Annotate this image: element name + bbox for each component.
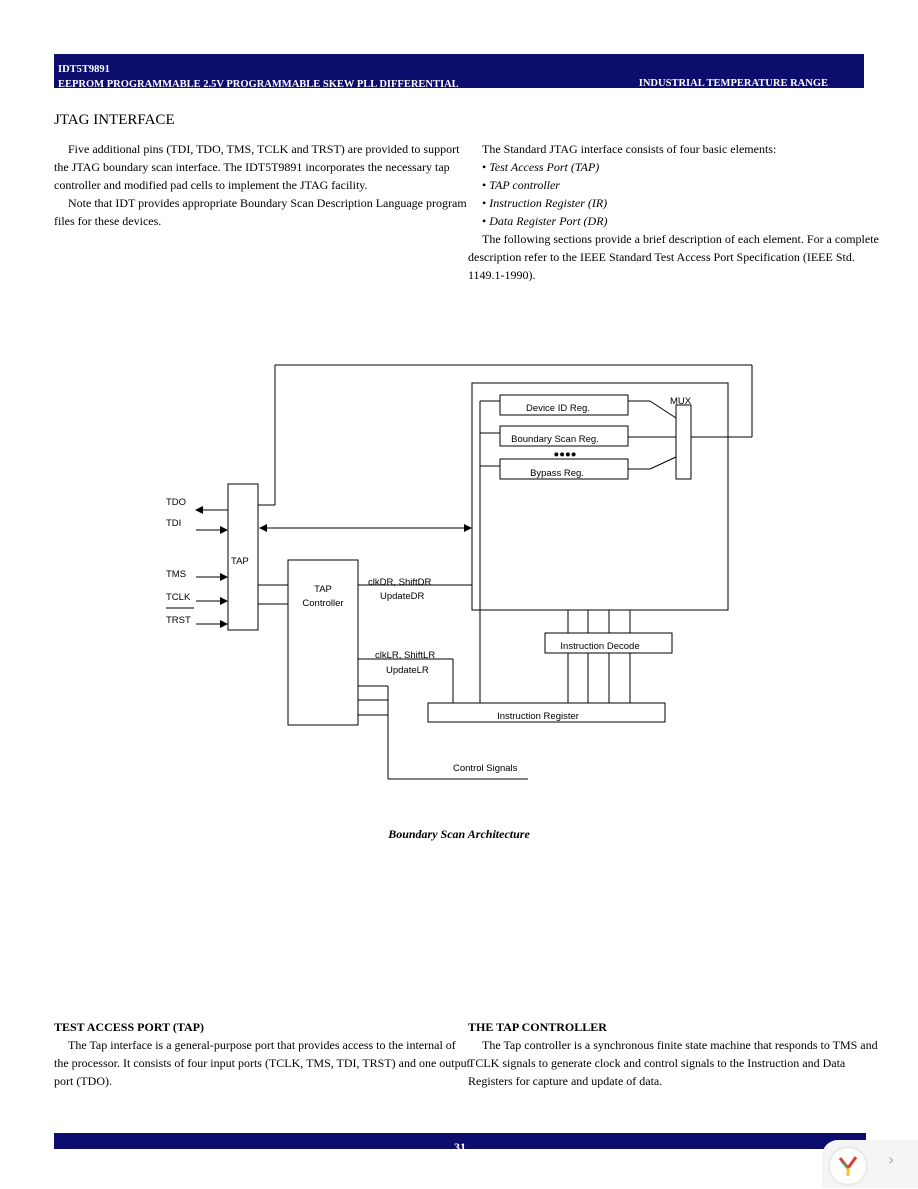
page-footer: 31: [54, 1133, 866, 1149]
left-intro: Five additional pins (TDI, TDO, TMS, TCL…: [54, 140, 470, 230]
mux-block: [675, 404, 692, 480]
tap-section-heading: TEST ACCESS PORT (TAP): [54, 1020, 204, 1034]
element-item: • Test Access Port (TAP): [468, 158, 892, 176]
header-subtitle: EEPROM PROGRAMMABLE 2.5V PROGRAMMABLE SK…: [58, 79, 459, 88]
tap-controller-text: The Tap controller is a synchronous fini…: [468, 1038, 878, 1088]
pin-label: TDO: [166, 497, 186, 508]
instruction-decode-label: Instruction Decode: [560, 641, 639, 652]
page-number: 31: [454, 1140, 466, 1149]
tap-controller-heading: THE TAP CONTROLLER: [468, 1020, 607, 1034]
ir-signal-label: UpdateLR: [386, 665, 429, 676]
section-title: JTAG INTERFACE: [54, 112, 175, 128]
control-signals-label: Control Signals: [453, 763, 518, 774]
tap-controller-block: [287, 559, 359, 726]
figure-caption: Boundary Scan Architecture: [388, 827, 530, 841]
header-temperature-range: INDUSTRIAL TEMPERATURE RANGE: [638, 78, 828, 88]
tap-controller-label: Controller: [302, 598, 343, 609]
data-register-block: [471, 382, 729, 611]
bullet: •: [482, 160, 487, 174]
tap-label: TAP: [231, 556, 249, 567]
right-intro: The Standard JTAG interface consists of …: [468, 140, 892, 284]
boundary-scan-register: [499, 425, 629, 447]
elements-description: The following sections provide a brief d…: [468, 232, 879, 282]
viewer-logo-icon: [830, 1148, 866, 1184]
element-label: Instruction Register (IR): [489, 196, 608, 210]
device-id-register: [499, 394, 629, 416]
elements-lead: The Standard JTAG interface consists of …: [482, 142, 777, 156]
element-item: • Data Register Port (DR): [468, 212, 892, 230]
page-header: IDT5T9891 EEPROM PROGRAMMABLE 2.5V PROGR…: [54, 54, 864, 88]
tap-controller-section: THE TAP CONTROLLER The Tap controller is…: [468, 1018, 892, 1090]
tap-controller-label: TAP: [314, 584, 332, 595]
viewer-widget: ›: [822, 1140, 918, 1188]
pin-label: TMS: [166, 569, 186, 580]
mux-label: MUX: [670, 396, 692, 407]
dr-signal-label: UpdateDR: [380, 591, 424, 602]
bullet: •: [482, 178, 487, 192]
bullet: •: [482, 196, 487, 210]
instruction-register-label: Instruction Register: [497, 711, 579, 722]
pin-label: TRST: [166, 615, 191, 626]
tap-section: TEST ACCESS PORT (TAP) The Tap interface…: [54, 1018, 470, 1090]
element-label: TAP controller: [489, 178, 560, 192]
bypass-label: Bypass Reg.: [530, 468, 584, 479]
element-item: • Instruction Register (IR): [468, 194, 892, 212]
element-label: Test Access Port (TAP): [489, 160, 600, 174]
next-page-icon[interactable]: ›: [888, 1150, 895, 1169]
element-item: • TAP controller: [468, 176, 892, 194]
tap-block: [227, 483, 259, 631]
boundary-scan-label: Boundary Scan Reg.: [511, 434, 599, 445]
device-id-label: Device ID Reg.: [526, 403, 590, 414]
ir-signal-label: clkLR, ShiftLR: [375, 650, 435, 661]
instruction-register-block: [427, 702, 666, 723]
intro-paragraph-2: Note that IDT provides appropriate Bound…: [54, 196, 467, 228]
dr-signal-label: clkDR, ShiftDR: [368, 577, 431, 588]
pin-label: TCLK: [166, 592, 191, 603]
element-label: Data Register Port (DR): [489, 214, 608, 228]
bullet: •: [482, 214, 487, 228]
header-part-number: IDT5T9891: [58, 64, 110, 75]
tap-section-text: The Tap interface is a general-purpose p…: [54, 1038, 470, 1088]
pin-label: TDI: [166, 518, 181, 529]
register-ellipsis: ●●●●: [554, 449, 577, 460]
intro-paragraph-1: Five additional pins (TDI, TDO, TMS, TCL…: [54, 142, 460, 192]
